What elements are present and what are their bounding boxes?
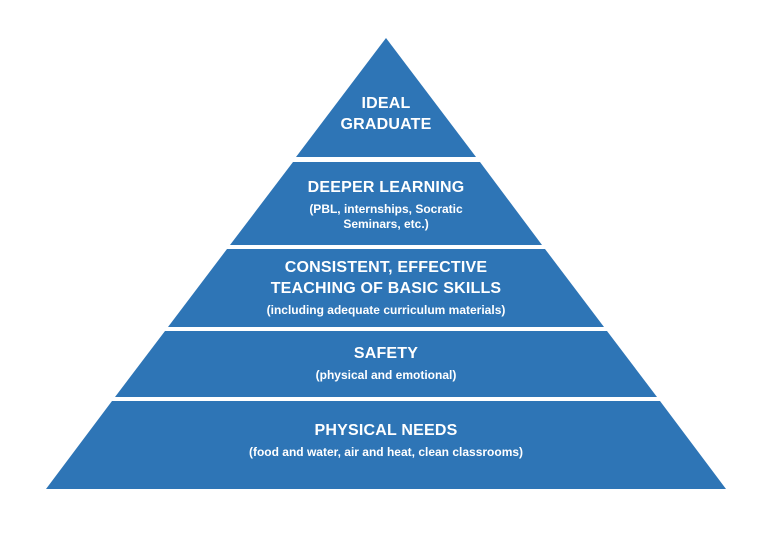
tier-label: SAFETY: [353, 345, 419, 363]
pyramid-tier-physical-needs: PHYSICAL NEEDS (food and water, air and …: [46, 401, 726, 489]
pyramid-tier-ideal-graduate: IDEAL GRADUATE: [296, 38, 476, 157]
tier-label: CONSISTENT, EFFECTIVE TEACHING OF BASIC …: [270, 258, 502, 297]
tier-sublabel: (including adequate curriculum materials…: [266, 302, 506, 317]
pyramid-tier-deeper-learning: DEEPER LEARNING (PBL, internships, Socra…: [230, 162, 542, 245]
pyramid-tier-safety: SAFETY (physical and emotional): [115, 331, 657, 397]
pyramid-tier-teaching-basic-skills: CONSISTENT, EFFECTIVE TEACHING OF BASIC …: [168, 249, 604, 327]
tier-label: IDEAL GRADUATE: [340, 95, 432, 134]
tier-label: PHYSICAL NEEDS: [314, 422, 458, 440]
tier-sublabel: (PBL, internships, Socratic Seminars, et…: [309, 201, 463, 232]
pyramid-diagram: IDEAL GRADUATE DEEPER LEARNING (PBL, int…: [46, 38, 726, 489]
tier-label: DEEPER LEARNING: [307, 179, 465, 196]
tier-sublabel: (physical and emotional): [315, 368, 457, 383]
tier-sublabel: (food and water, air and heat, clean cla…: [248, 445, 524, 460]
